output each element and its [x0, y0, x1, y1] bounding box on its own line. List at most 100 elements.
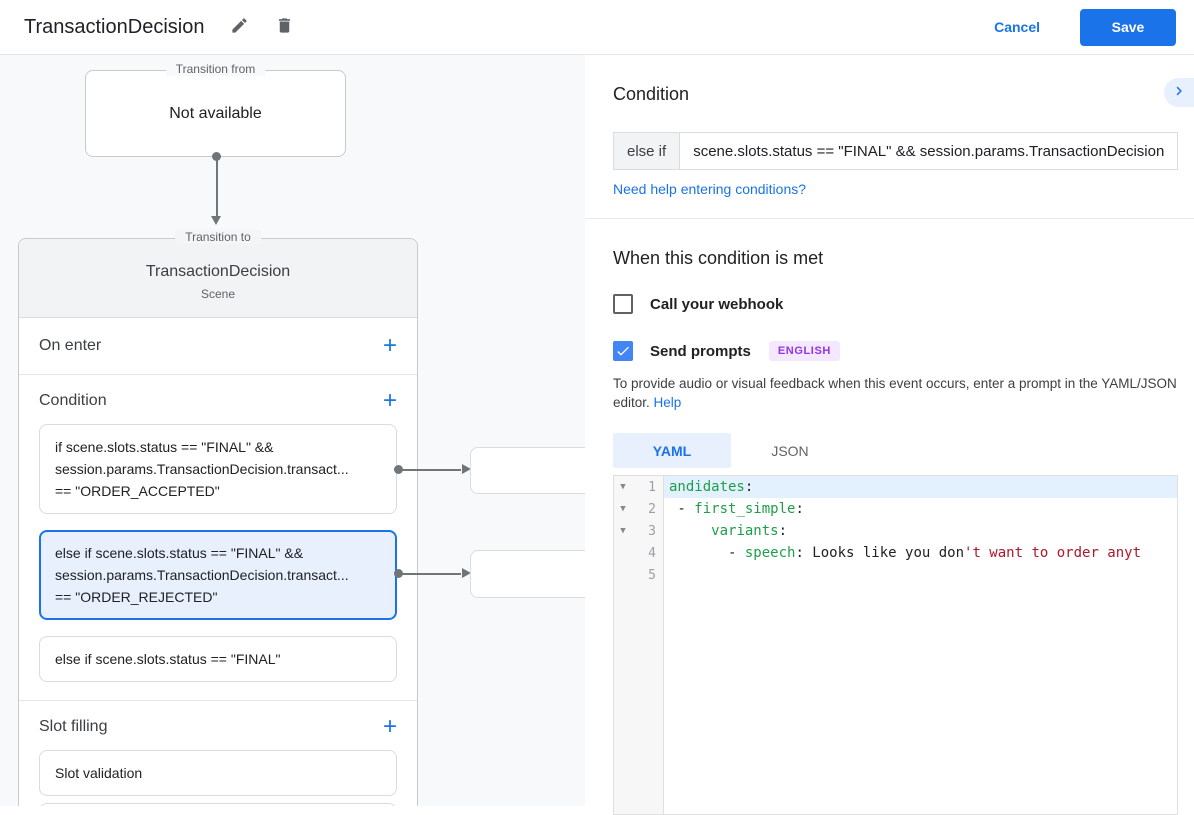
slot-validation-card[interactable]: Slot validation — [39, 750, 397, 796]
edit-title-button[interactable] — [230, 16, 249, 38]
condition-card-order-accepted[interactable]: if scene.slots.status == "FINAL" && sess… — [39, 424, 397, 514]
condition-card-line: session.params.TransactionDecision.trans… — [55, 461, 349, 477]
call-webhook-label: Call your webhook — [650, 295, 784, 313]
tab-yaml[interactable]: YAML — [613, 433, 731, 468]
line-number: 4 — [648, 545, 656, 561]
transition-to-legend: Transition to — [175, 230, 261, 244]
code-line[interactable]: andidates: — [664, 476, 1177, 498]
slot-filling-label: Slot filling — [39, 717, 108, 735]
condition-input-row: else if — [613, 132, 1178, 170]
page-title: TransactionDecision — [24, 15, 205, 38]
line-number: 3 — [648, 523, 656, 539]
arrowhead-right-icon — [462, 464, 471, 474]
when-met-heading: When this condition is met — [613, 248, 824, 268]
slot-filling-section-header: Slot filling + — [39, 701, 397, 750]
cancel-button[interactable]: Cancel — [994, 19, 1040, 35]
code-line[interactable] — [664, 564, 1177, 586]
code-segment-key: first_simple — [694, 501, 796, 517]
condition-card-line: session.params.TransactionDecision.trans… — [55, 567, 349, 583]
condition-section-header: Condition + — [39, 375, 397, 424]
add-slot-button[interactable]: + — [382, 712, 397, 740]
save-button[interactable]: Save — [1080, 8, 1176, 46]
transition-from-box[interactable]: Transition from Not available — [85, 62, 346, 157]
fold-toggle-icon[interactable]: ▼ — [620, 504, 626, 514]
code-segment-plain: - — [669, 545, 745, 561]
add-on-enter-button[interactable]: + — [382, 332, 397, 359]
connector-line — [402, 572, 461, 575]
transition-target-box-1[interactable] — [470, 447, 585, 494]
condition-card-line: else if scene.slots.status == "FINAL" — [55, 651, 281, 667]
send-prompts-checkbox[interactable] — [613, 341, 633, 361]
prompt-description: To provide audio or visual feedback when… — [613, 374, 1178, 412]
transition-connector-arrow — [211, 152, 221, 232]
connector-dot — [212, 152, 221, 161]
fold-toggle-icon[interactable]: ▼ — [620, 482, 626, 492]
editor-gutter: ▼ 1 ▼ 2 ▼ 3 4 5 — [614, 476, 664, 814]
condition-heading: Condition — [613, 84, 690, 104]
transition-to-card: Transition to TransactionDecision Scene … — [18, 230, 418, 806]
prompt-description-text: To provide audio or visual feedback when… — [613, 376, 1177, 410]
code-segment-key: variants — [711, 523, 779, 539]
scene-header[interactable]: TransactionDecision Scene — [19, 239, 417, 318]
code-segment-plain — [669, 523, 711, 539]
scene-name: TransactionDecision — [145, 263, 291, 280]
line-number: 2 — [648, 501, 656, 517]
condition-card-line: if scene.slots.status == "FINAL" && — [55, 439, 274, 455]
line-number: 1 — [648, 479, 656, 495]
condition-rejected-connector — [394, 568, 471, 578]
connector-dot — [394, 569, 403, 578]
tab-json[interactable]: JSON — [771, 442, 809, 459]
connector-dot — [394, 465, 403, 474]
transition-from-legend: Transition from — [165, 62, 266, 76]
scene-flow-canvas: Transition from Not available Transition… — [0, 55, 585, 806]
language-badge: ENGLISH — [768, 341, 840, 361]
yaml-editor[interactable]: ▼ 1 ▼ 2 ▼ 3 4 5 andidates: - first_simple: vari… — [613, 475, 1178, 815]
code-segment-key: speech — [744, 545, 796, 561]
editor-lines[interactable]: andidates: - first_simple: variants: - s… — [664, 476, 1177, 814]
code-segment-plain: - — [669, 501, 695, 517]
prompt-help-link[interactable]: Help — [653, 395, 682, 410]
code-line[interactable]: - first_simple: — [664, 498, 1177, 520]
code-segment-key: andidates — [669, 479, 745, 495]
connector-line — [215, 160, 218, 218]
trash-icon — [275, 16, 294, 38]
code-segment-string: 't want to order anyt — [964, 545, 1142, 561]
call-webhook-checkbox[interactable] — [613, 294, 633, 314]
call-webhook-row: Call your webhook — [613, 294, 1178, 314]
collapse-panel-button[interactable] — [1164, 78, 1194, 107]
condition-card-final[interactable]: else if scene.slots.status == "FINAL" — [39, 636, 397, 682]
condition-prefix-label: else if — [613, 132, 681, 170]
code-segment-plain: : — [795, 501, 804, 517]
add-condition-button[interactable]: + — [382, 386, 397, 414]
connector-line — [402, 468, 461, 471]
conditions-help-link[interactable]: Need help entering conditions? — [613, 181, 807, 197]
code-segment-plain: : — [795, 545, 813, 561]
condition-card-line: == "ORDER_ACCEPTED" — [55, 483, 220, 499]
code-line[interactable]: - speech: Looks like you don't want to o… — [664, 542, 1177, 564]
transition-from-content: Not available — [169, 104, 262, 122]
scene-type-label: Scene — [200, 287, 236, 301]
code-line[interactable]: variants: — [664, 520, 1177, 542]
condition-card-line: == "ORDER_REJECTED" — [55, 589, 218, 605]
on-enter-label: On enter — [39, 337, 102, 354]
send-prompts-label: Send prompts — [650, 342, 751, 360]
condition-card-line: else if scene.slots.status == "FINAL" && — [55, 545, 304, 561]
code-segment-plain: : — [744, 479, 754, 495]
on-enter-row[interactable]: On enter + — [19, 318, 417, 375]
section-divider — [19, 700, 417, 701]
transition-target-box-2[interactable] — [470, 550, 585, 598]
condition-section: Condition + if scene.slots.status == "FI… — [19, 375, 417, 682]
code-segment-plain: : — [778, 523, 788, 539]
slot-filling-section: Slot filling + Slot validation — [19, 701, 417, 806]
condition-detail-panel: Condition else if Need help entering con… — [585, 55, 1194, 815]
send-prompts-row: Send prompts ENGLISH — [613, 341, 1178, 361]
line-number: 5 — [648, 567, 656, 583]
fold-toggle-icon[interactable]: ▼ — [620, 526, 626, 536]
chevron-right-icon — [1170, 82, 1188, 103]
condition-expression-input[interactable] — [680, 132, 1178, 170]
pencil-icon — [230, 16, 249, 38]
editor-tabs: YAML JSON — [613, 433, 1178, 468]
delete-scene-button[interactable] — [275, 16, 294, 38]
panel-divider — [585, 218, 1194, 219]
condition-card-order-rejected[interactable]: else if scene.slots.status == "FINAL" &&… — [39, 530, 397, 620]
